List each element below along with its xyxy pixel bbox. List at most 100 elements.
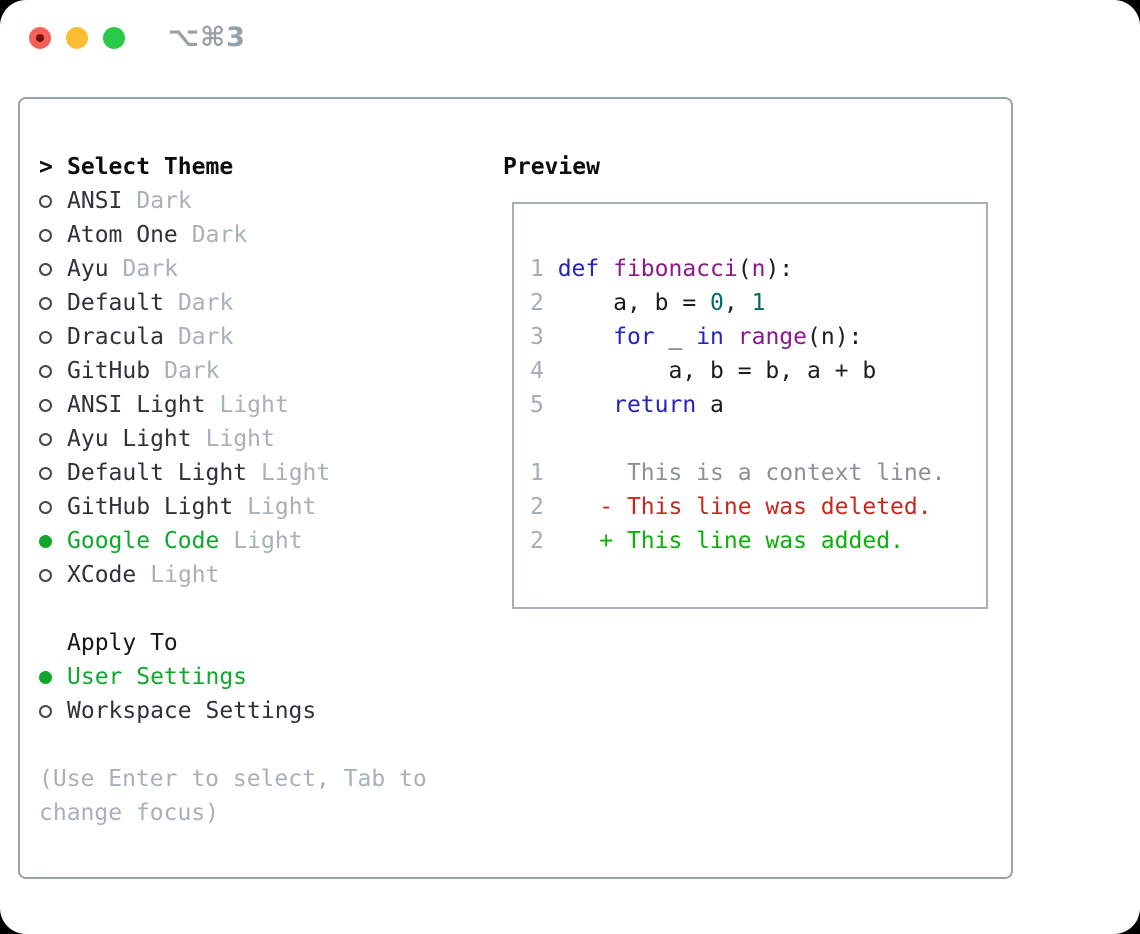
spacer (39, 592, 427, 626)
radio-unchecked-icon (39, 467, 52, 480)
code-line: 5 return a (530, 388, 945, 422)
diff-context-text: This is a context line. (543, 460, 946, 486)
code-line: 3 for _ in range(n): (530, 320, 945, 354)
radio-unchecked-icon (39, 229, 52, 242)
apply-option-workspace-settings[interactable]: Workspace Settings (39, 694, 427, 728)
line-number: 2 (530, 528, 544, 554)
code-line: 2 a, b = 0, 1 (530, 286, 945, 320)
code-token: a (696, 392, 724, 418)
hint-line-1: (Use Enter to select, Tab to (39, 766, 427, 792)
diff-added-text: + This line was added. (543, 528, 904, 554)
window-title: ⌥⌘3 (168, 22, 246, 53)
theme-variant-label: Light (247, 494, 317, 520)
selection-caret-icon: > (39, 154, 53, 180)
code-token: range (737, 324, 807, 350)
radio-unchecked-icon (39, 331, 52, 344)
code-token (724, 324, 738, 350)
close-button[interactable] (29, 27, 51, 49)
theme-variant-label: Light (205, 426, 275, 452)
radio-unchecked-icon (39, 195, 52, 208)
code-token: _ (654, 324, 697, 350)
theme-variant-label: Dark (177, 324, 234, 350)
theme-variant-label: Light (233, 528, 303, 554)
radio-unchecked-icon (39, 569, 52, 582)
line-number: 2 (530, 290, 558, 316)
preview-box: 1 def fibonacci(n): 2 a, b = 0, 1 3 for … (512, 202, 988, 609)
code-token: 1 (751, 290, 766, 316)
code-token: 0 (710, 290, 724, 316)
code-token: a, b = b, a + b (557, 358, 877, 384)
theme-variant-label: Dark (177, 290, 234, 316)
theme-variant-label: Light (150, 562, 220, 588)
apply-option-user-settings[interactable]: User Settings (39, 660, 427, 694)
radio-checked-icon (39, 671, 52, 684)
radio-unchecked-icon (39, 263, 52, 276)
line-number: 5 (530, 392, 558, 418)
radio-unchecked-icon (39, 365, 52, 378)
zoom-button[interactable] (103, 27, 125, 49)
radio-unchecked-icon (39, 501, 52, 514)
code-token: fibonacci (613, 256, 738, 282)
radio-checked-icon (39, 535, 52, 548)
line-number: 1 (530, 256, 558, 282)
theme-variant-label: Dark (191, 222, 248, 248)
diff-context-line: 1 This is a context line. (530, 456, 945, 490)
radio-unchecked-icon (39, 297, 52, 310)
code-token (558, 324, 613, 350)
theme-list-header: > Select Theme (39, 150, 427, 184)
code-preview: 1 def fibonacci(n): 2 a, b = 0, 1 3 for … (530, 252, 945, 558)
code-line-blank (530, 422, 945, 456)
hint-line-2: change focus) (39, 800, 220, 826)
apply-to-header: Apply To (39, 626, 427, 660)
line-number: 3 (530, 324, 558, 350)
diff-added-line: 2 + This line was added. (530, 524, 945, 558)
line-number: 4 (530, 358, 558, 384)
radio-unchecked-icon (39, 705, 52, 718)
line-number: 2 (530, 494, 544, 520)
preview-title: Preview (503, 154, 600, 180)
diff-deleted-text: - This line was deleted. (543, 494, 932, 520)
theme-variant-label: Dark (122, 256, 178, 282)
theme-variant-label: Dark (136, 188, 192, 214)
code-line: 1 def fibonacci(n): (530, 252, 945, 286)
minimize-button[interactable] (66, 27, 88, 49)
code-token: , (723, 290, 752, 316)
titlebar: ⌥⌘3 (0, 0, 1140, 76)
line-number: 1 (530, 460, 544, 486)
code-token (558, 392, 613, 418)
code-token: def (557, 256, 614, 282)
code-token: ( (737, 256, 752, 282)
code-token: for (613, 324, 655, 350)
close-button-dot-icon (36, 34, 44, 42)
theme-variant-label: Light (219, 392, 289, 418)
diff-deleted-line: 2 - This line was deleted. (530, 490, 945, 524)
theme-variant-label: Light (261, 460, 331, 486)
radio-unchecked-icon (39, 399, 52, 412)
apply-to-label: Apply To (67, 630, 178, 656)
code-token: n (751, 256, 766, 282)
code-token: return (613, 392, 697, 418)
code-token: a, b = (557, 290, 711, 316)
code-token: in (696, 324, 724, 350)
code-line: 4 a, b = b, a + b (530, 354, 945, 388)
code-token: ): (765, 256, 794, 282)
radio-unchecked-icon (39, 433, 52, 446)
theme-list-title: Select Theme (67, 154, 234, 180)
spacer (39, 728, 427, 762)
theme-variant-label: Dark (164, 358, 220, 384)
